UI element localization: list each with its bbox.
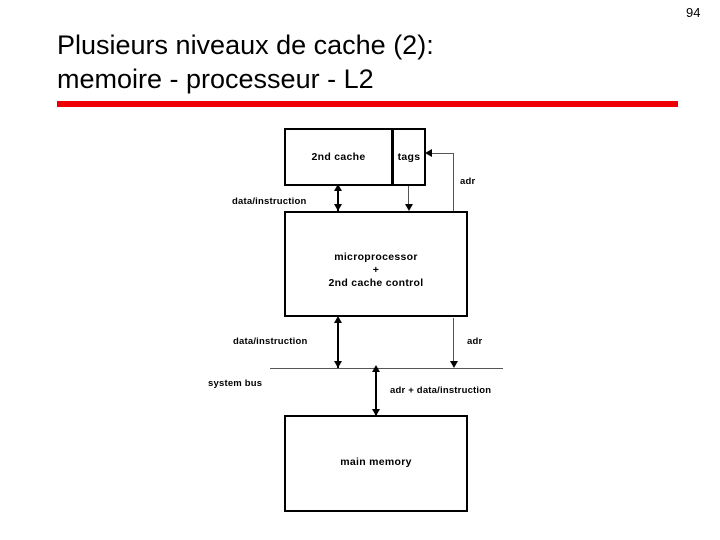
adr-tags-label: adr [460,176,476,187]
microprocessor-label-line-1: microprocessor [334,251,418,263]
adr-tags-horizontal-line [432,153,454,154]
cache-data-arrowhead-down [334,204,342,211]
memory-link-arrowhead-down [372,409,380,416]
bus-data-instruction-label: data/instruction [233,336,308,347]
bus-data-line [337,318,339,368]
bus-adr-arrowhead [450,361,458,368]
page-number: 94 [686,5,701,20]
tags-to-cpu-line [408,186,409,206]
cache-data-instruction-label: data/instruction [232,196,307,207]
bus-data-arrowhead-down [334,361,342,368]
memory-link-line [375,370,377,415]
system-bus-line [270,368,503,369]
microprocessor-box [284,211,468,317]
main-memory-label: main memory [340,456,412,468]
bus-data-arrowhead-up [334,316,342,323]
page-title-line-1: Plusieurs niveaux de cache (2): [57,30,434,60]
microprocessor-label-line-2: + [372,264,380,276]
system-bus-label: system bus [208,378,263,389]
tags-box [392,128,426,186]
page-title-line-2: memoire - processeur - L2 [57,64,374,94]
memory-link-arrowhead-up [372,365,380,372]
microprocessor-label-line-3: 2nd cache control [328,277,424,289]
page-title: Plusieurs niveaux de cache (2): memoire … [57,28,657,96]
tags-label: tags [397,151,421,163]
main-memory-box [284,415,468,512]
cache-data-line [337,186,339,211]
bus-adr-label: adr [467,336,483,347]
adr-tags-arrowhead [425,149,432,157]
adr-tags-vertical-line [453,153,454,212]
memory-link-label: adr + data/instruction [390,385,492,396]
bus-adr-line [453,318,454,362]
title-underline-rule [57,101,678,107]
second-cache-label: 2nd cache [311,151,366,163]
cache-data-arrowhead-up [334,184,342,191]
tags-to-cpu-arrowhead [405,204,413,211]
second-cache-box [284,128,393,186]
